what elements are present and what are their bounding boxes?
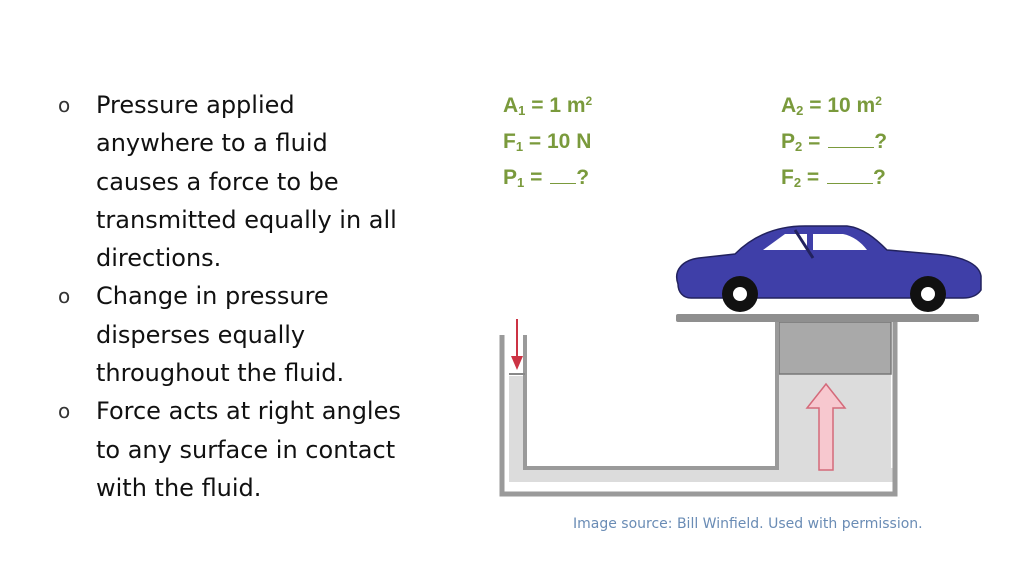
small-piston-variables: A1 = 1 m2 F1 = 10 N P1 = ? [503,86,592,198]
answer-blank [550,165,577,184]
output-force-arrow-icon [805,382,847,471]
bullet-text: Force acts at right angles to any surfac… [96,397,401,502]
area-2-label: A2 = 10 m2 [781,94,882,118]
force-2-label: F2 = ? [781,165,886,190]
large-piston [778,321,892,375]
bullet-item: o Pressure applied anywhere to a fluid c… [58,86,418,277]
answer-blank [828,129,875,148]
area-1-label: A1 = 1 m2 [503,94,593,118]
car-hubcap [733,287,747,301]
container-outer-wall [499,322,898,497]
bullet-item: o Force acts at right angles to any surf… [58,392,418,507]
lift-platform [676,314,979,322]
fluid-large-cylinder [779,374,891,482]
bullet-marker: o [58,399,71,424]
car-window-rear [813,234,867,250]
car-body [676,225,982,299]
bullet-list: o Pressure applied anywhere to a fluid c… [58,86,418,507]
input-force-arrow-icon [511,356,523,370]
bullet-marker: o [58,93,71,117]
hydraulic-lift-diagram [499,225,982,497]
car-hubcap [921,287,935,301]
car-window-front [763,234,807,250]
image-source-caption: Image source: Bill Winfield. Used with p… [573,516,923,532]
bullet-text: Change in pressure disperses equally thr… [96,282,345,388]
container-inner-wall [523,322,779,470]
pressure-2-label: P2 = ? [781,129,888,154]
bullet-marker: o [58,284,71,309]
bullet-item: o Change in pressure disperses equally t… [58,277,418,392]
bullet-text: Pressure applied anywhere to a fluid cau… [96,91,397,273]
answer-blank [827,165,873,184]
car-icon [676,225,982,312]
force-1-label: F1 = 10 N [503,130,592,154]
pressure-1-label: P1 = ? [503,165,590,190]
large-piston-variables: A2 = 10 m2 P2 = ? F2 = ? [781,86,887,198]
car-pillar [793,229,815,259]
fluid-small-cylinder [509,376,525,482]
